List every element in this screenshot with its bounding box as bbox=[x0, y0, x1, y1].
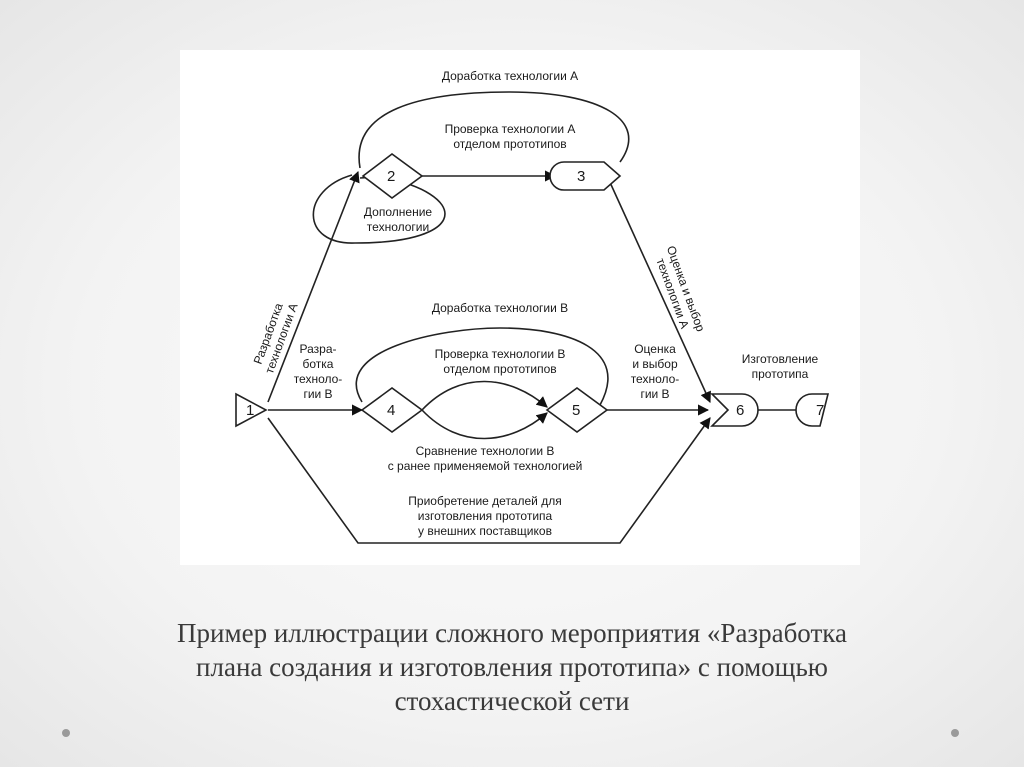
label-dorabotka-b: Доработка технологии В bbox=[432, 301, 568, 315]
node-2-shape bbox=[361, 153, 424, 199]
edge-razrabotka-a bbox=[267, 170, 360, 403]
network-diagram: 1 2 3 4 5 6 7 Доработка технологии А Про… bbox=[180, 50, 860, 565]
node-4-shape bbox=[360, 387, 424, 433]
label-proverka-b-1: Проверка технологии В bbox=[435, 347, 566, 361]
node-5-shape bbox=[545, 387, 609, 433]
label-izgotovlenie-2: прототипа bbox=[752, 367, 809, 381]
label-dopolnenie-2: технологии bbox=[367, 220, 429, 234]
label-razrabotka-b-1: Разра- bbox=[300, 342, 337, 356]
label-priobretenie-1: Приобретение деталей для bbox=[408, 494, 561, 508]
edge-4-to-5-lower bbox=[421, 409, 548, 440]
node-3-shape bbox=[549, 161, 622, 191]
label-dorabotka-a: Доработка технологии А bbox=[442, 69, 578, 83]
node-3-label: 3 bbox=[577, 168, 585, 185]
label-razrabotka-b-4: гии В bbox=[303, 387, 332, 401]
edge-4-to-5-upper bbox=[421, 380, 548, 411]
label-razrabotka-b-2: ботка bbox=[303, 357, 334, 371]
label-ocenka-b-2: и выбор bbox=[632, 357, 678, 371]
label-dopolnenie-1: Дополнение bbox=[364, 205, 432, 219]
label-sravnenie-2: с ранее применяемой технологией bbox=[388, 459, 583, 473]
bullet-dot-right bbox=[951, 729, 959, 737]
caption-line-3: стохастической сети bbox=[394, 686, 630, 716]
node-7-label: 7 bbox=[816, 402, 824, 419]
node-6-label: 6 bbox=[736, 402, 744, 419]
label-izgotovlenie-1: Изготовление bbox=[742, 352, 819, 366]
label-ocenka-b-4: гии В bbox=[640, 387, 669, 401]
label-proverka-a-1: Проверка технологии А bbox=[445, 122, 576, 136]
label-razrabotka-b-3: техноло- bbox=[294, 372, 343, 386]
edge-priobretenie bbox=[267, 417, 711, 544]
node-2-label: 2 bbox=[387, 168, 395, 185]
edge-3-to-6 bbox=[607, 177, 711, 404]
label-ocenka-b-3: техноло- bbox=[631, 372, 680, 386]
label-priobretenie-3: у внешних поставщиков bbox=[418, 524, 552, 538]
node-7-shape bbox=[795, 393, 830, 427]
bullet-dot-left bbox=[62, 729, 70, 737]
node-1-label: 1 bbox=[246, 402, 254, 419]
label-priobretenie-2: изготовления прототипа bbox=[418, 509, 553, 523]
node-5-label: 5 bbox=[572, 402, 580, 419]
stochastic-network: 1 2 3 4 5 6 7 Доработка технологии А Про… bbox=[235, 69, 830, 544]
node-4-label: 4 bbox=[387, 402, 395, 419]
caption-line-2: плана создания и изготовления прототипа»… bbox=[196, 652, 828, 682]
slide-caption: Пример иллюстрации сложного мероприятия … bbox=[40, 616, 984, 718]
label-proverka-b-2: отделом прототипов bbox=[443, 362, 556, 376]
edge-proverka-b-loop bbox=[355, 327, 609, 406]
edge-proverka-a-loop bbox=[358, 91, 630, 169]
node-6-shape bbox=[710, 393, 759, 427]
label-ocenka-b-1: Оценка bbox=[634, 342, 676, 356]
caption-line-1: Пример иллюстрации сложного мероприятия … bbox=[177, 618, 847, 648]
label-sravnenie-1: Сравнение технологии В bbox=[416, 444, 555, 458]
label-proverka-a-2: отделом прототипов bbox=[453, 137, 566, 151]
edge-dopolnenie-loop bbox=[312, 174, 446, 244]
node-1-shape bbox=[235, 392, 268, 428]
